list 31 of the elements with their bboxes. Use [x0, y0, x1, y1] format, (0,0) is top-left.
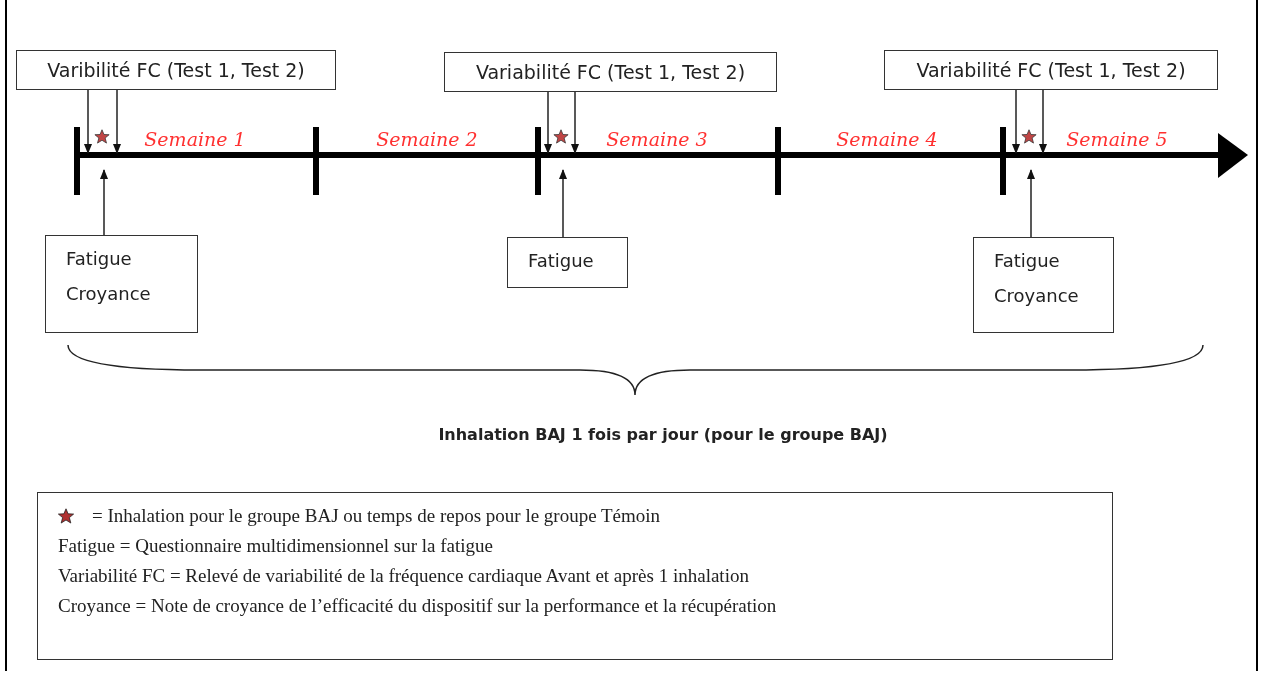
- legend-text: = Inhalation pour le groupe BAJ ou temps de repos pour le groupe Témoin: [92, 504, 661, 528]
- arrow: [571, 91, 579, 154]
- legend-text: Croyance = Note de croyance de l’efficacité du dispositif sur la performance et la récupération: [58, 594, 778, 618]
- questionnaire-label: Fatigue: [66, 248, 133, 269]
- questionnaire-label: Fatigue: [994, 250, 1061, 271]
- week-label: Semaine 1: [144, 128, 246, 150]
- questionnaire-box: [45, 235, 198, 333]
- arrow: [544, 91, 552, 154]
- week-label: Semaine 2: [376, 128, 478, 150]
- arrow: [84, 89, 92, 154]
- week-label: Semaine 5: [1066, 128, 1168, 150]
- arrow: [1039, 89, 1047, 154]
- arrow: [1012, 89, 1020, 154]
- questionnaire-label: Croyance: [66, 283, 152, 304]
- measurement-label: Variabilité FC (Test 1, Test 2): [444, 52, 777, 92]
- arrow: [1027, 169, 1035, 238]
- questionnaire-box: [973, 237, 1114, 333]
- questionnaire-box: [507, 237, 628, 288]
- arrow: [113, 89, 121, 154]
- legend-box: [37, 492, 1113, 660]
- week-label: Semaine 4: [836, 128, 938, 150]
- arrow: [100, 169, 108, 236]
- measurement-label: Varibilité FC (Test 1, Test 2): [16, 50, 336, 90]
- brace-label: Inhalation BAJ 1 fois par jour (pour le groupe BAJ): [438, 425, 888, 444]
- measurement-label: Variabilité FC (Test 1, Test 2): [884, 50, 1218, 90]
- legend-text: Fatigue = Questionnaire multidimensionnel sur la fatigue: [58, 534, 494, 558]
- questionnaire-label: Fatigue: [528, 250, 595, 271]
- week-label: Semaine 3: [606, 128, 708, 150]
- legend-text: Variabilité FC = Relevé de variabilité de la fréquence cardiaque Avant et après 1 inhalation: [58, 564, 750, 588]
- arrow: [559, 169, 567, 238]
- questionnaire-label: Croyance: [994, 285, 1080, 306]
